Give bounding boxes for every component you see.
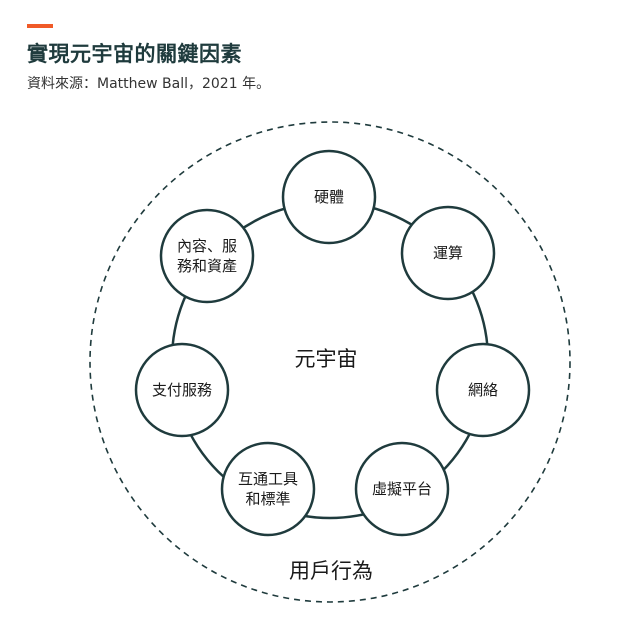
factor-node-label: 支付服務 (152, 381, 212, 399)
page-title: 實現元宇宙的關鍵因素 (27, 42, 242, 66)
factor-node-circle (134, 342, 230, 438)
factor-node-label: 運算 (433, 244, 463, 262)
outer-label: 用戶行為 (289, 559, 373, 583)
factor-node-label: 內容、服 (177, 237, 237, 255)
factor-node-circle (159, 208, 255, 304)
factor-node-label: 互通工具 (238, 470, 298, 488)
accent-bar (27, 24, 53, 28)
factor-node: 虛擬平台 (354, 441, 450, 537)
center-label: 元宇宙 (295, 347, 358, 371)
factor-node-circle (435, 342, 531, 438)
factor-node-circle (354, 441, 450, 537)
factor-node-label: 硬體 (314, 188, 344, 206)
source-note: 資料來源：Matthew Ball，2021 年。 (27, 76, 271, 92)
factor-node-circle (220, 441, 316, 537)
user-behavior-boundary (89, 121, 571, 603)
factor-node-label: 網絡 (468, 381, 498, 399)
factor-node-label: 虛擬平台 (372, 480, 432, 498)
factor-node-label: 務和資產 (177, 257, 237, 275)
factor-node: 運算 (400, 205, 496, 301)
factor-node: 支付服務 (134, 342, 230, 438)
factor-node: 網絡 (435, 342, 531, 438)
factor-node-circle (281, 149, 377, 245)
factor-node-circle (400, 205, 496, 301)
factor-node-label: 和標準 (245, 490, 290, 508)
factor-node: 硬體 (281, 149, 377, 245)
